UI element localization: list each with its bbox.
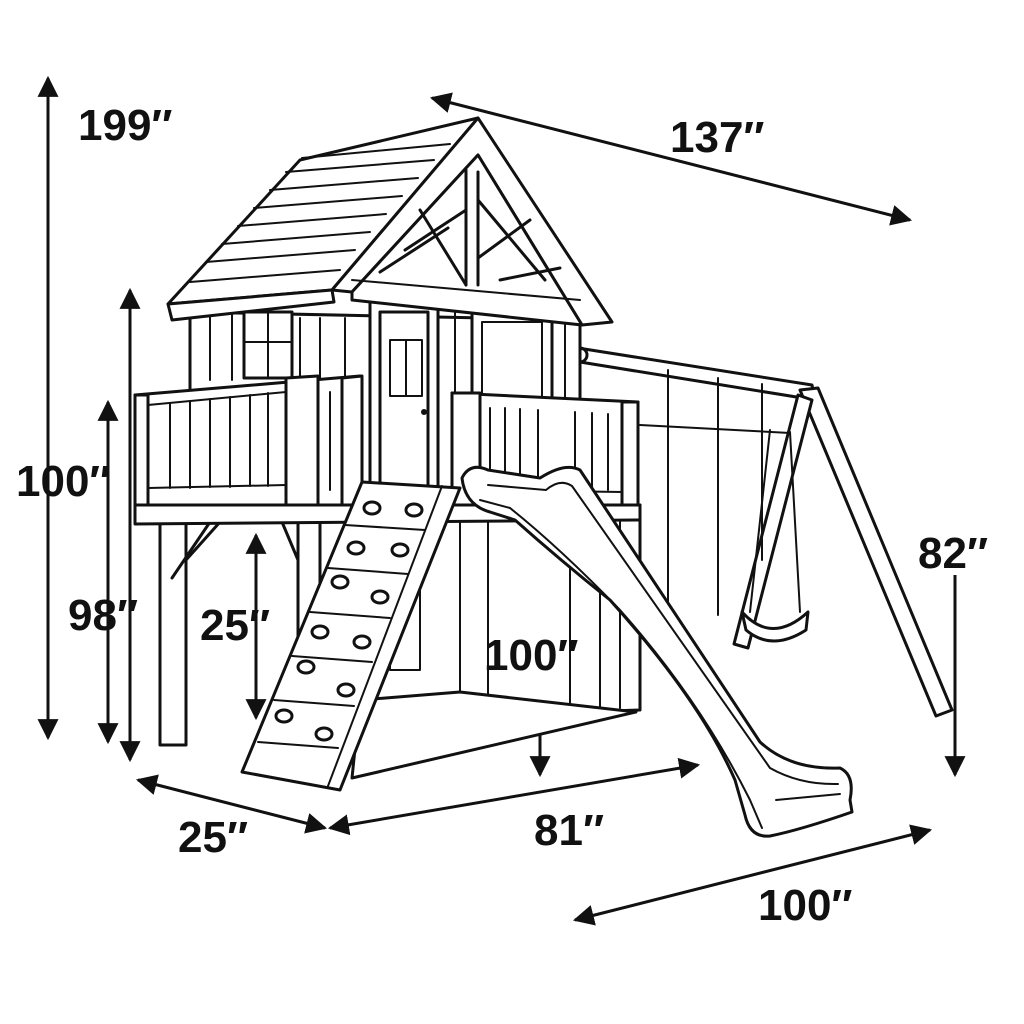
climbing-wall (240, 480, 462, 792)
label-deck-height: 98″ (68, 591, 138, 640)
label-ladder-height: 25″ (200, 601, 270, 650)
label-width: 81″ (534, 806, 604, 855)
label-playhouse-height: 100″ (16, 457, 111, 506)
label-overall-height: 199″ (78, 101, 173, 150)
label-depth: 25″ (178, 813, 248, 862)
support-posts (158, 518, 322, 747)
swing-seat (740, 610, 810, 643)
climbing-holds (274, 500, 424, 742)
left-railing (133, 374, 364, 507)
slide (460, 465, 854, 838)
dimension-labels: 199″ 137″ 100″ 98″ 25″ 100″ 82″ 25″ 81″ … (16, 101, 988, 930)
label-swing-height: 82″ (918, 529, 988, 578)
swing-frame (571, 346, 954, 718)
roof (166, 116, 614, 327)
label-slide-length: 100″ (758, 881, 853, 930)
label-slide-height: 100″ (484, 631, 579, 680)
label-roof-length: 137″ (670, 113, 765, 162)
